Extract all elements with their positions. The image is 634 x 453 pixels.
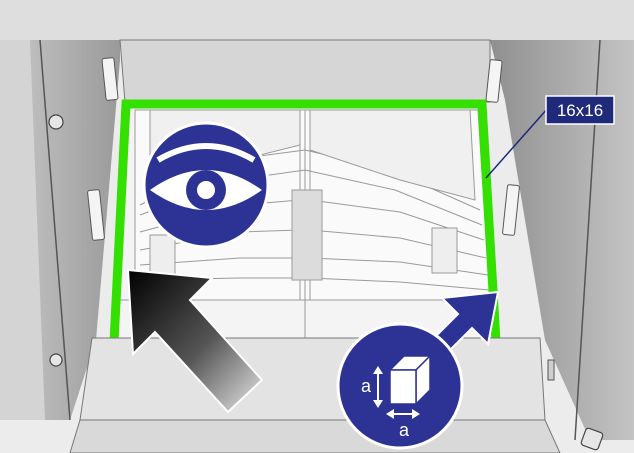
callout-label: 16x16 <box>557 101 603 120</box>
screw <box>49 115 63 129</box>
screw <box>50 354 62 366</box>
front-panel <box>80 338 545 420</box>
latch <box>548 360 554 380</box>
size-height-label: a <box>361 376 372 396</box>
size-width-label: a <box>399 420 410 440</box>
front-base <box>70 420 560 453</box>
eye-icon <box>144 123 268 247</box>
top-rim <box>0 0 634 40</box>
top-panel <box>120 40 490 102</box>
cube-size-icon: a a <box>338 324 462 448</box>
